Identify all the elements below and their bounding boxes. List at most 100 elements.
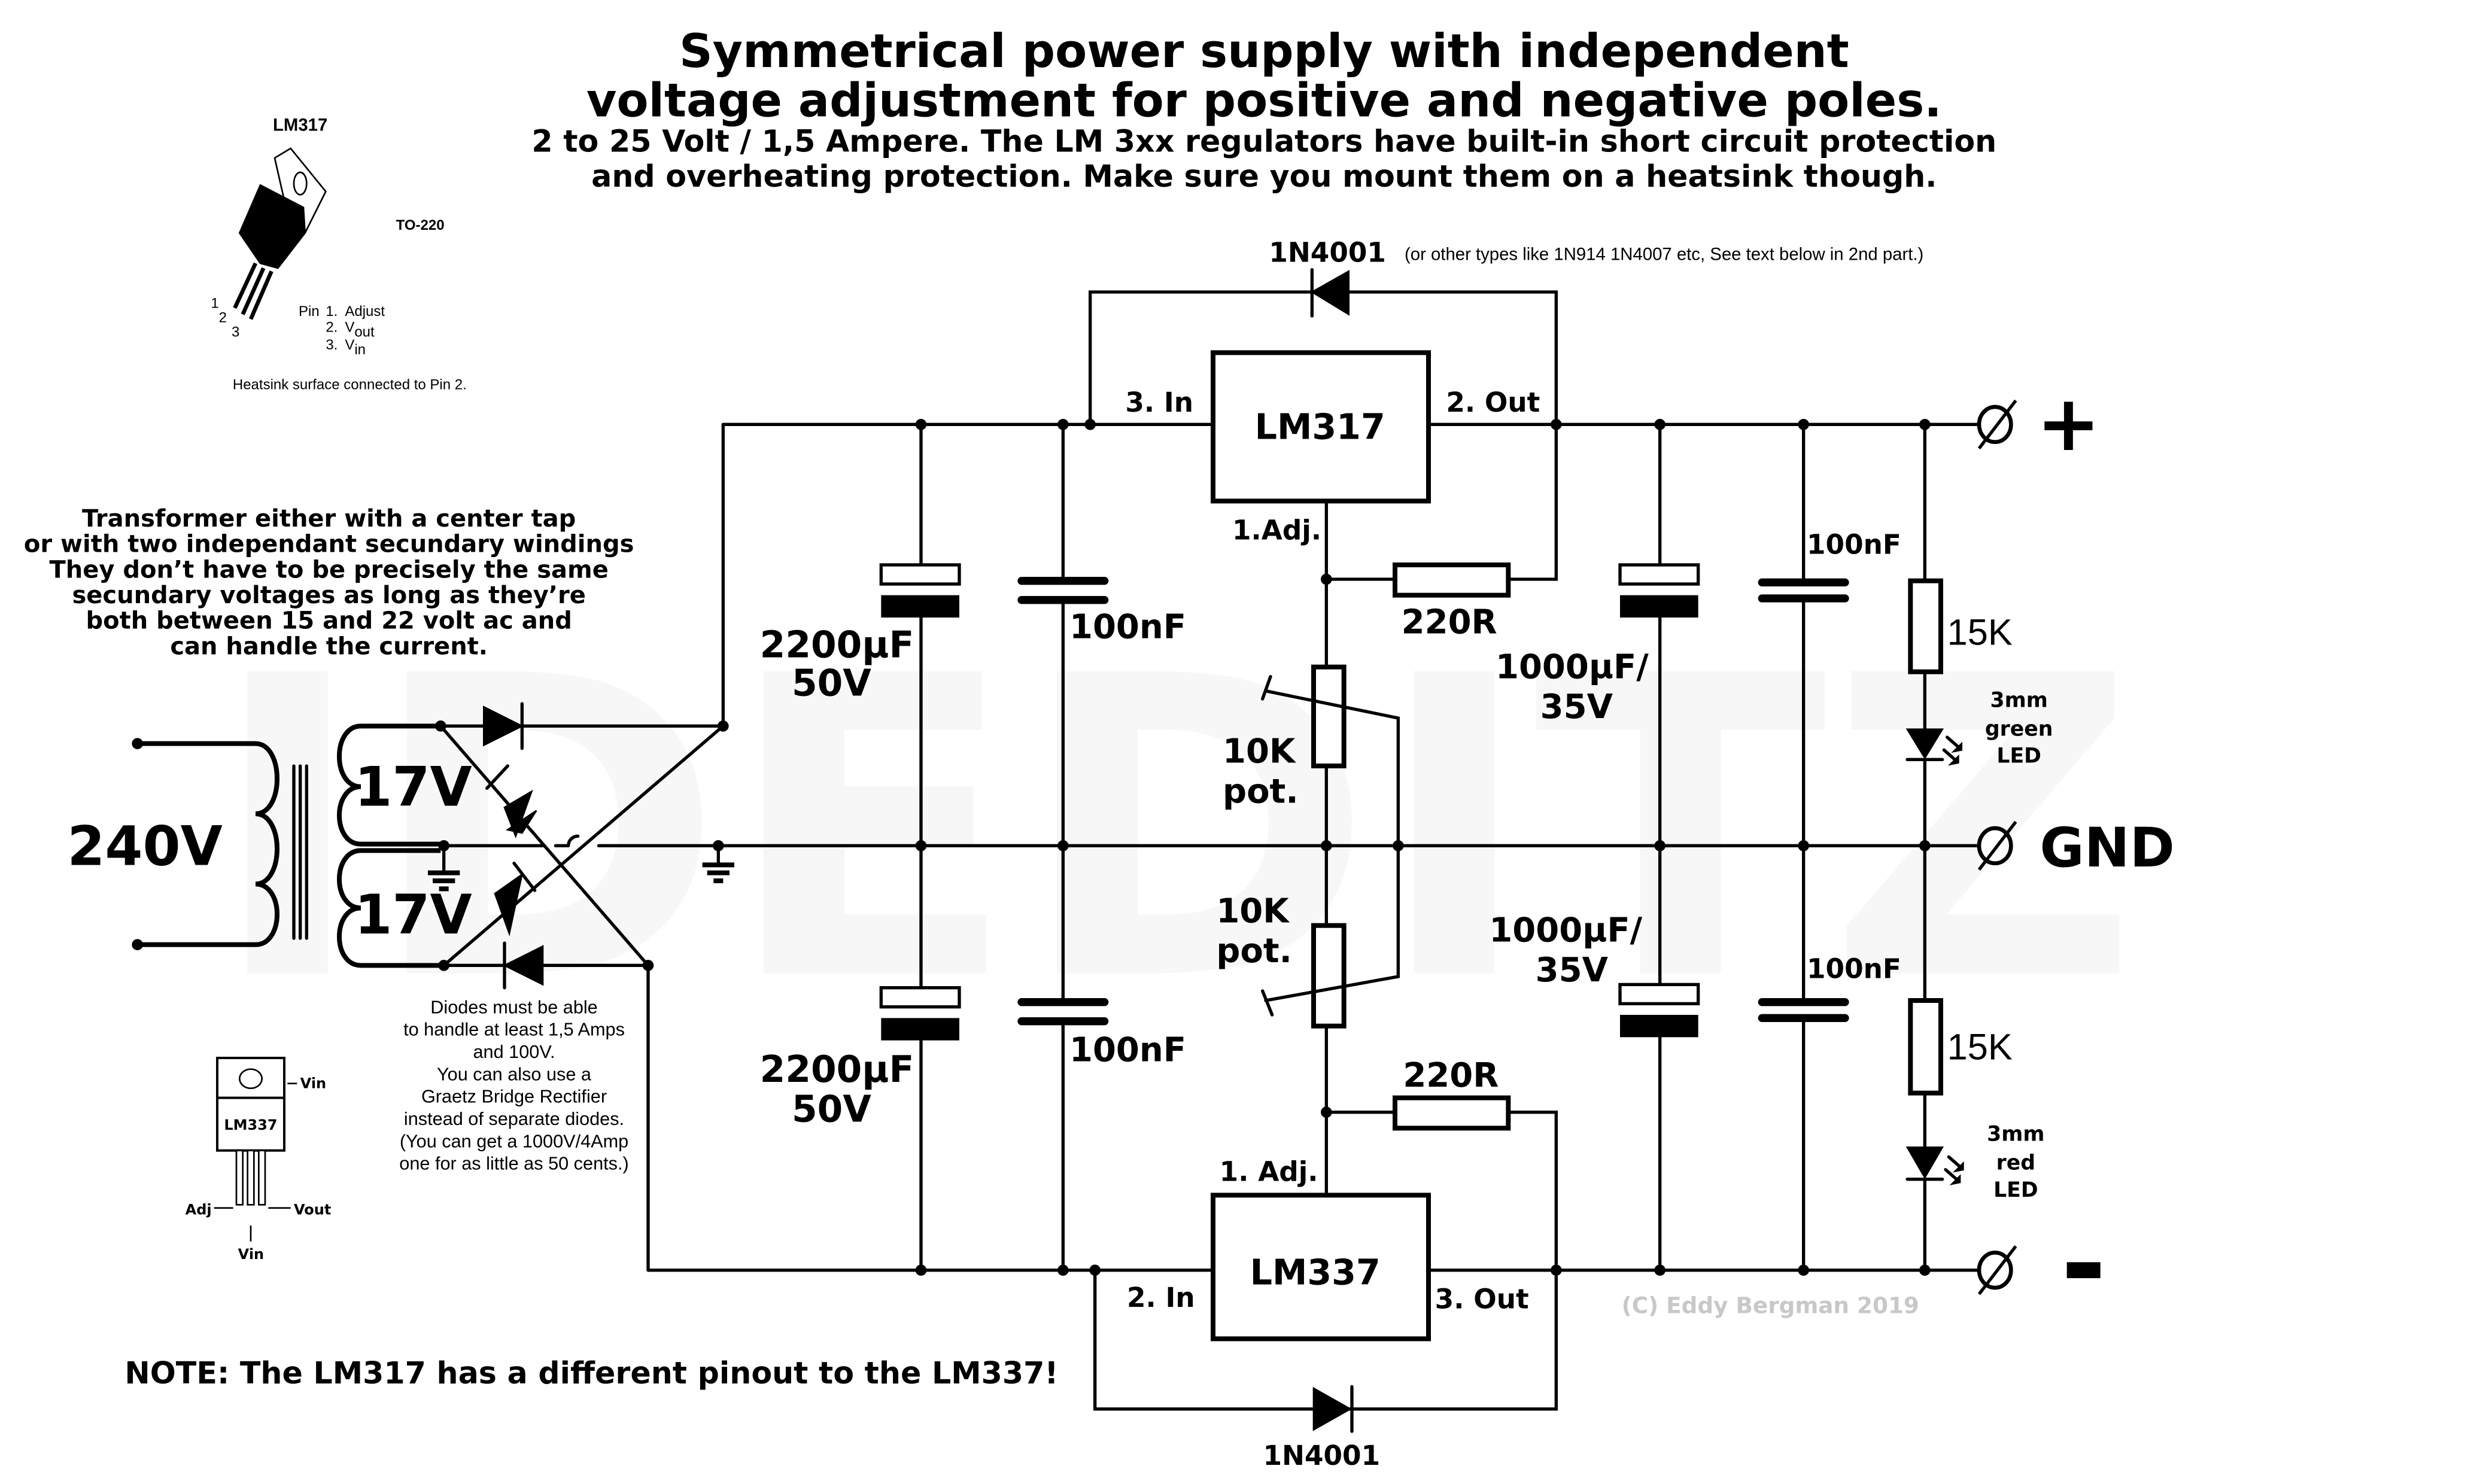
diode-bridge-1-icon	[483, 705, 524, 747]
diodes-note-line: and 100V.	[473, 1042, 555, 1062]
junction-dot	[1798, 419, 1809, 430]
terminal-slash	[1977, 399, 2017, 449]
ground-icon	[702, 844, 734, 883]
gnd-terminal-label: GND	[2040, 817, 2175, 880]
terminal-slash	[1977, 820, 2017, 871]
led-red-icon	[1905, 1147, 1944, 1179]
bottom-protection-diode: 1N4001	[1093, 1269, 1558, 1471]
diodes-note-line: to handle at least 1,5 Amps	[403, 1020, 625, 1040]
title-line-1: Symmetrical power supply with independen…	[679, 25, 1849, 78]
lm337-package-name: LM337	[224, 1117, 277, 1133]
cap-100nf-in-bottom-label: 100nF	[1069, 1030, 1186, 1069]
capacitor-plate	[1620, 1015, 1698, 1038]
lm317-label: LM317	[1255, 406, 1385, 447]
junction-dot	[1057, 419, 1069, 430]
cap-100nf-in-bottom: 100nF	[1017, 844, 1186, 1272]
led-bottom-size: 3mm	[1987, 1123, 2044, 1147]
cap-2200uf-bottom: 2200µF 50V	[760, 844, 961, 1272]
wire-crossover	[567, 834, 580, 847]
terminal-ground: GND	[1977, 817, 2175, 880]
diodes-note-line: You can also use a	[437, 1064, 592, 1084]
led-top-size: 3mm	[1990, 688, 2047, 712]
wiper-tick	[1261, 989, 1274, 1017]
junction-dot	[915, 840, 927, 852]
junction-dot	[1551, 419, 1562, 430]
led-branch-top: 15K 3mm green LED	[1905, 422, 2053, 847]
potentiometer-icon	[1311, 923, 1347, 1029]
junction-dot	[1654, 840, 1665, 852]
pin-label: Pin	[299, 303, 320, 320]
arrow-head	[1952, 1161, 1964, 1173]
resistor-icon	[1908, 998, 1943, 1096]
lm337-tab-label: Vin	[300, 1075, 326, 1092]
arrow-head	[1949, 1174, 1961, 1185]
lm337-lead-vout	[257, 1150, 266, 1206]
lm317-out-pin: 2. Out	[1446, 387, 1540, 418]
led-top-type: LED	[1996, 744, 2041, 768]
junction-dot	[1321, 573, 1332, 585]
lm337-vin-label: Vin	[238, 1246, 264, 1263]
rail-junctions	[915, 419, 1931, 1276]
ground-icon	[428, 844, 460, 892]
junction-dot	[1919, 840, 1931, 852]
transformer-note-line: can handle the current.	[170, 632, 488, 660]
lm337-adj-label: Adj	[186, 1201, 212, 1218]
diodes-note-line: Graetz Bridge Rectifier	[421, 1087, 607, 1107]
pot-10k-top: 10K pot.	[1223, 664, 1400, 847]
lm337-vout-label: Vout	[294, 1201, 331, 1218]
heatsink-note: Heatsink surface connected to Pin 2.	[233, 377, 467, 393]
diode-bridge-4-icon	[503, 945, 544, 986]
diodes-note: Diodes must be able to handle at least 1…	[399, 997, 628, 1173]
lm337-lead-adj	[235, 1150, 244, 1206]
junction-dot	[1321, 1106, 1332, 1118]
resistor-icon	[1393, 562, 1511, 598]
junction-dot	[1654, 419, 1665, 430]
transformer-note-line: Transformer either with a center tap	[82, 505, 576, 533]
subtitle-line-2: and overheating protection. Make sure yo…	[591, 159, 1937, 194]
lm317-package-illustration: LM317 1 2 3 TO-220 Pin 1. Adjust 2. V ou…	[211, 115, 466, 393]
transformer-note-line: secundary voltages as long as they’re	[72, 582, 585, 609]
package-type: TO-220	[396, 217, 445, 233]
pot-top-type: pot.	[1223, 772, 1299, 811]
cap-top-voltage: 50V	[792, 662, 871, 705]
diode-bar	[512, 861, 537, 892]
junction-dot	[1919, 1264, 1931, 1276]
diode-bridge-2-icon	[503, 789, 533, 839]
to220-tab-hole	[293, 171, 308, 196]
capacitor-icon	[1618, 983, 1700, 1005]
transformer: 240V 17V 17V	[67, 723, 472, 968]
title-line-2: voltage adjustment for positive and nega…	[586, 74, 1942, 128]
junction-dot	[1798, 840, 1809, 852]
to220-lead-1	[233, 262, 258, 309]
lm317-package-name: LM317	[273, 115, 327, 135]
pinout-note: NOTE: The LM317 has a different pinout t…	[124, 1355, 1058, 1391]
cap-bottom-value: 2200µF	[760, 1048, 914, 1091]
transformer-note: Transformer either with a center tap or …	[24, 505, 634, 660]
primary-voltage-label: 240V	[67, 815, 222, 878]
lm337-regulator: LM337 2. In 3. Out 1. Adj.	[1127, 1155, 1529, 1342]
junction-dot	[1551, 1264, 1562, 1276]
potentiometer-icon	[1311, 664, 1347, 768]
pot-10k-bottom: 10K pot.	[1216, 844, 1400, 1029]
pin-1-name: Adjust	[345, 303, 385, 320]
lm337-in-pin: 2. In	[1127, 1282, 1195, 1313]
title-block: Symmetrical power supply with independen…	[531, 25, 1996, 194]
junction-dot	[915, 419, 927, 430]
junction-dot	[1321, 840, 1332, 852]
capacitor-icon	[879, 563, 961, 586]
capacitor-plate	[1620, 595, 1698, 618]
negative-terminal-sign	[2066, 1262, 2101, 1278]
lead-number-3: 3	[232, 324, 239, 340]
cap-100nf-in-top: 100nF	[1017, 422, 1186, 847]
led-bottom-color: red	[1996, 1151, 2035, 1175]
copyright: (C) Eddy Bergman 2019	[1622, 1293, 1919, 1319]
lm317-in-pin: 3. In	[1125, 387, 1193, 418]
junction-dot	[1393, 840, 1404, 852]
cap-1000uf-top: 1000µF/ 35V	[1496, 422, 1700, 847]
transformer-note-line: They don’t have to be precisely the same	[49, 556, 608, 583]
lead-number-2: 2	[219, 310, 227, 326]
secondary-winding-top	[337, 723, 441, 847]
to220-lead-3	[248, 270, 273, 320]
pin-3-sub: in	[354, 342, 366, 358]
cap-100nf-in-top-label: 100nF	[1069, 608, 1186, 647]
